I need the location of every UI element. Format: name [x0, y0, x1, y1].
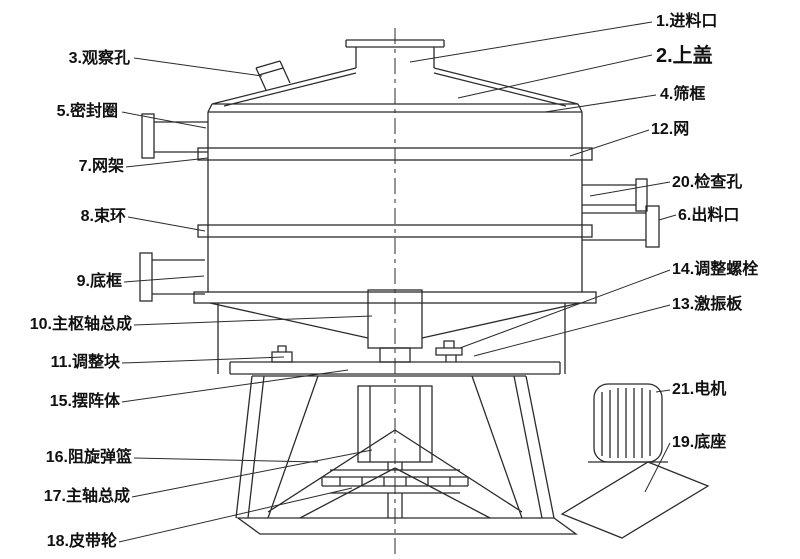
base-plate-shape [236, 517, 578, 535]
label-observation-hole: 3.观察孔 [69, 48, 130, 67]
label-mesh-frame: 7.网架 [79, 156, 124, 175]
label-base: 19.底座 [672, 432, 726, 451]
lower-drum-shape [209, 302, 581, 374]
leader-clamp-ring [127, 216, 206, 232]
label-inspection-hole: 20.检查孔 [672, 172, 742, 191]
top-cover-shape [207, 67, 583, 113]
label-mesh: 12.网 [651, 120, 689, 138]
leader-top-cover [457, 54, 653, 99]
label-bottom-frame: 9.底框 [77, 271, 122, 290]
leader-belt-pulley [118, 487, 353, 543]
label-main-pivot-assembly: 10.主枢轴总成 [30, 314, 132, 333]
leader-vibration-plate [473, 304, 671, 357]
leader-feed-inlet [409, 21, 653, 63]
leader-adjustment-block [121, 356, 285, 364]
shaft-housing-shape [357, 385, 433, 470]
leader-sealing-ring [121, 111, 207, 129]
bottom-frame-port-shape [139, 252, 205, 302]
leader-mesh-frame [125, 157, 209, 168]
leader-bottom-frame [123, 275, 205, 283]
leader-spring-basket [133, 457, 319, 463]
leader-main-shaft-assembly [131, 449, 373, 498]
inspection-port-shape [582, 178, 648, 212]
leader-discharge-outlet [658, 214, 677, 221]
motor-shape [588, 383, 668, 463]
leader-observation-hole [133, 57, 263, 77]
sealing-ring-port-shape [141, 113, 208, 159]
label-top-cover: 2.上盖 [656, 43, 713, 67]
leader-sieve-frame [544, 94, 657, 113]
vibration-plate-shape [229, 361, 561, 375]
label-discharge-outlet: 6.出料口 [678, 205, 739, 224]
label-motor: 21.电机 [672, 379, 726, 398]
label-spring-basket: 16.阻旋弹篮 [46, 447, 132, 466]
leader-main-pivot-assembly [133, 315, 373, 326]
motor-base-shape [560, 461, 710, 539]
leader-adjustment-bolt [459, 269, 671, 349]
observation-port-shape [255, 60, 291, 91]
label-adjustment-block: 11.调整块 [51, 352, 121, 371]
label-sealing-ring: 5.密封圈 [57, 101, 118, 120]
adjustment-bolt-shape [435, 340, 463, 362]
leader-base [644, 442, 671, 493]
label-swing-body: 15.摆阵体 [50, 391, 121, 410]
leader-inspection-hole [589, 181, 671, 197]
discharge-port-shape [582, 205, 660, 248]
label-sieve-frame: 4.筛框 [660, 84, 705, 103]
label-belt-pulley: 18.皮带轮 [47, 531, 117, 550]
leader-motor [655, 389, 671, 393]
label-clamp-ring: 8.束环 [81, 206, 126, 225]
label-feed-inlet: 1.进料口 [656, 11, 717, 30]
part-labels: 1.进料口 2.上盖 4.筛框 12.网 20.检查孔 6.出料口 14.调整螺… [30, 11, 759, 550]
leader-lines [118, 21, 677, 543]
leader-swing-body [121, 369, 349, 403]
adjustment-block-shape [271, 345, 293, 363]
feed-inlet-shape [345, 39, 445, 68]
label-vibration-plate: 13.激振板 [672, 294, 743, 313]
machine-drawing [139, 39, 710, 539]
label-adjustment-bolt: 14.调整螺栓 [672, 259, 759, 278]
belt-pulley-shape [321, 469, 469, 518]
label-main-shaft-assembly: 17.主轴总成 [44, 486, 130, 505]
leader-mesh [569, 129, 650, 157]
